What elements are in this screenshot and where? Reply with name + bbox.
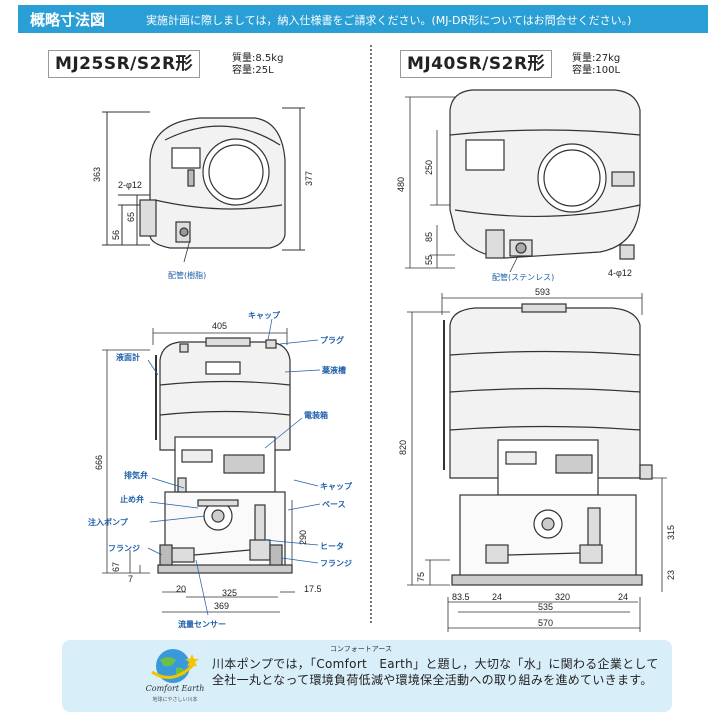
dim-405: 405	[212, 321, 227, 331]
dim-250: 250	[424, 160, 434, 175]
right-mass: 質量:27kg	[572, 53, 621, 64]
dim-320: 320	[555, 592, 570, 602]
label-check-valve: 止め弁	[120, 494, 144, 504]
right-side-view: 480 250 85 55 4-φ12 配管(ステンレス)	[396, 89, 641, 282]
right-front-view: 593 820 75 315 23 83.5 24 320 24 535 570	[398, 287, 676, 632]
dim-67: 67	[111, 562, 121, 572]
dim-17-5: 17.5	[304, 584, 322, 594]
label-tank: 薬液槽	[321, 365, 346, 375]
label-piping-resin: 配管(樹脂)	[168, 270, 206, 280]
logo-sub: 地球にやさしい川本	[152, 697, 198, 703]
dim-325: 325	[222, 588, 237, 598]
dim-535: 535	[538, 602, 553, 612]
left-front-view: 405 666 290 67 7 20 325 369 17.5 キャップ プラ…	[88, 310, 353, 629]
section-title: 概略寸法図	[30, 11, 106, 29]
dim-593: 593	[535, 287, 550, 297]
comfort-earth-logo: Comfort Earth 地球にやさしい川本	[142, 646, 204, 708]
footer-ruby: コンフォートアース	[330, 645, 393, 653]
label-cap-top: キャップ	[248, 310, 281, 320]
label-piping-steel: 配管(ステンレス)	[492, 272, 554, 282]
dim-65: 65	[126, 212, 136, 222]
left-capacity: 容量:25L	[232, 65, 274, 76]
dim-7: 7	[128, 574, 133, 584]
left-mass: 質量:8.5kg	[232, 53, 284, 64]
label-flange-right: フランジ	[320, 559, 352, 568]
earth-icon	[151, 649, 199, 683]
column-divider	[370, 45, 372, 623]
dim-570: 570	[538, 618, 553, 628]
label-heater: ヒータ	[320, 541, 344, 551]
dim-666: 666	[94, 455, 104, 470]
footer-banner: Comfort Earth 地球にやさしい川本 コンフォートアース 川本ポンプで…	[62, 640, 672, 712]
dim-363: 363	[92, 167, 102, 182]
dim-4phi12: 4-φ12	[608, 268, 632, 278]
label-plug: プラグ	[320, 335, 344, 345]
left-side-view: 363 377 2-φ12 65 56 配管(樹脂)	[92, 107, 314, 280]
right-capacity: 容量:100L	[572, 65, 621, 76]
dim-83-5: 83.5	[452, 592, 470, 602]
right-spec: 質量:27kg 容量:100L	[572, 53, 620, 77]
section-header: 概略寸法図 実施計画に際しましては，納入仕様書をご請求ください。(MJ-DR形に…	[18, 5, 708, 33]
dim-23: 23	[666, 570, 676, 580]
dim-369: 369	[214, 601, 229, 611]
label-cap-side: キャップ	[320, 481, 353, 491]
right-model-box: MJ40SR/S2R形	[400, 50, 552, 78]
dim-56: 56	[111, 230, 121, 240]
left-spec: 質量:8.5kg 容量:25L	[232, 53, 283, 77]
logo-name: Comfort Earth	[145, 684, 205, 693]
dim-480: 480	[396, 177, 406, 192]
label-pump: 注入ポンプ	[88, 517, 129, 527]
dim-24a: 24	[492, 592, 502, 602]
dim-2phi12: 2-φ12	[118, 180, 142, 190]
footer-message: 川本ポンプでは，「Comfort Earth」と題し，大切な「水」に関わる企業と…	[212, 657, 659, 687]
dim-85: 85	[424, 232, 434, 242]
label-vent: 排気弁	[124, 470, 148, 480]
label-flow-sensor: 流量センサー	[178, 619, 226, 629]
dim-290: 290	[298, 530, 308, 545]
label-flange-left: フランジ	[108, 544, 140, 553]
dim-315: 315	[666, 525, 676, 540]
label-base: ベース	[322, 500, 346, 509]
dim-55: 55	[424, 255, 434, 265]
dim-820: 820	[398, 440, 408, 455]
dim-24b: 24	[618, 592, 628, 602]
dim-20: 20	[176, 584, 186, 594]
label-level-gauge: 液面計	[116, 352, 140, 362]
label-panel: 電装箱	[304, 410, 328, 420]
section-note: 実施計画に際しましては，納入仕様書をご請求ください。(MJ-DR形についてはお問…	[146, 14, 632, 27]
dim-377: 377	[304, 171, 314, 186]
dim-75: 75	[416, 572, 426, 582]
left-model-box: MJ25SR/S2R形	[48, 50, 200, 78]
